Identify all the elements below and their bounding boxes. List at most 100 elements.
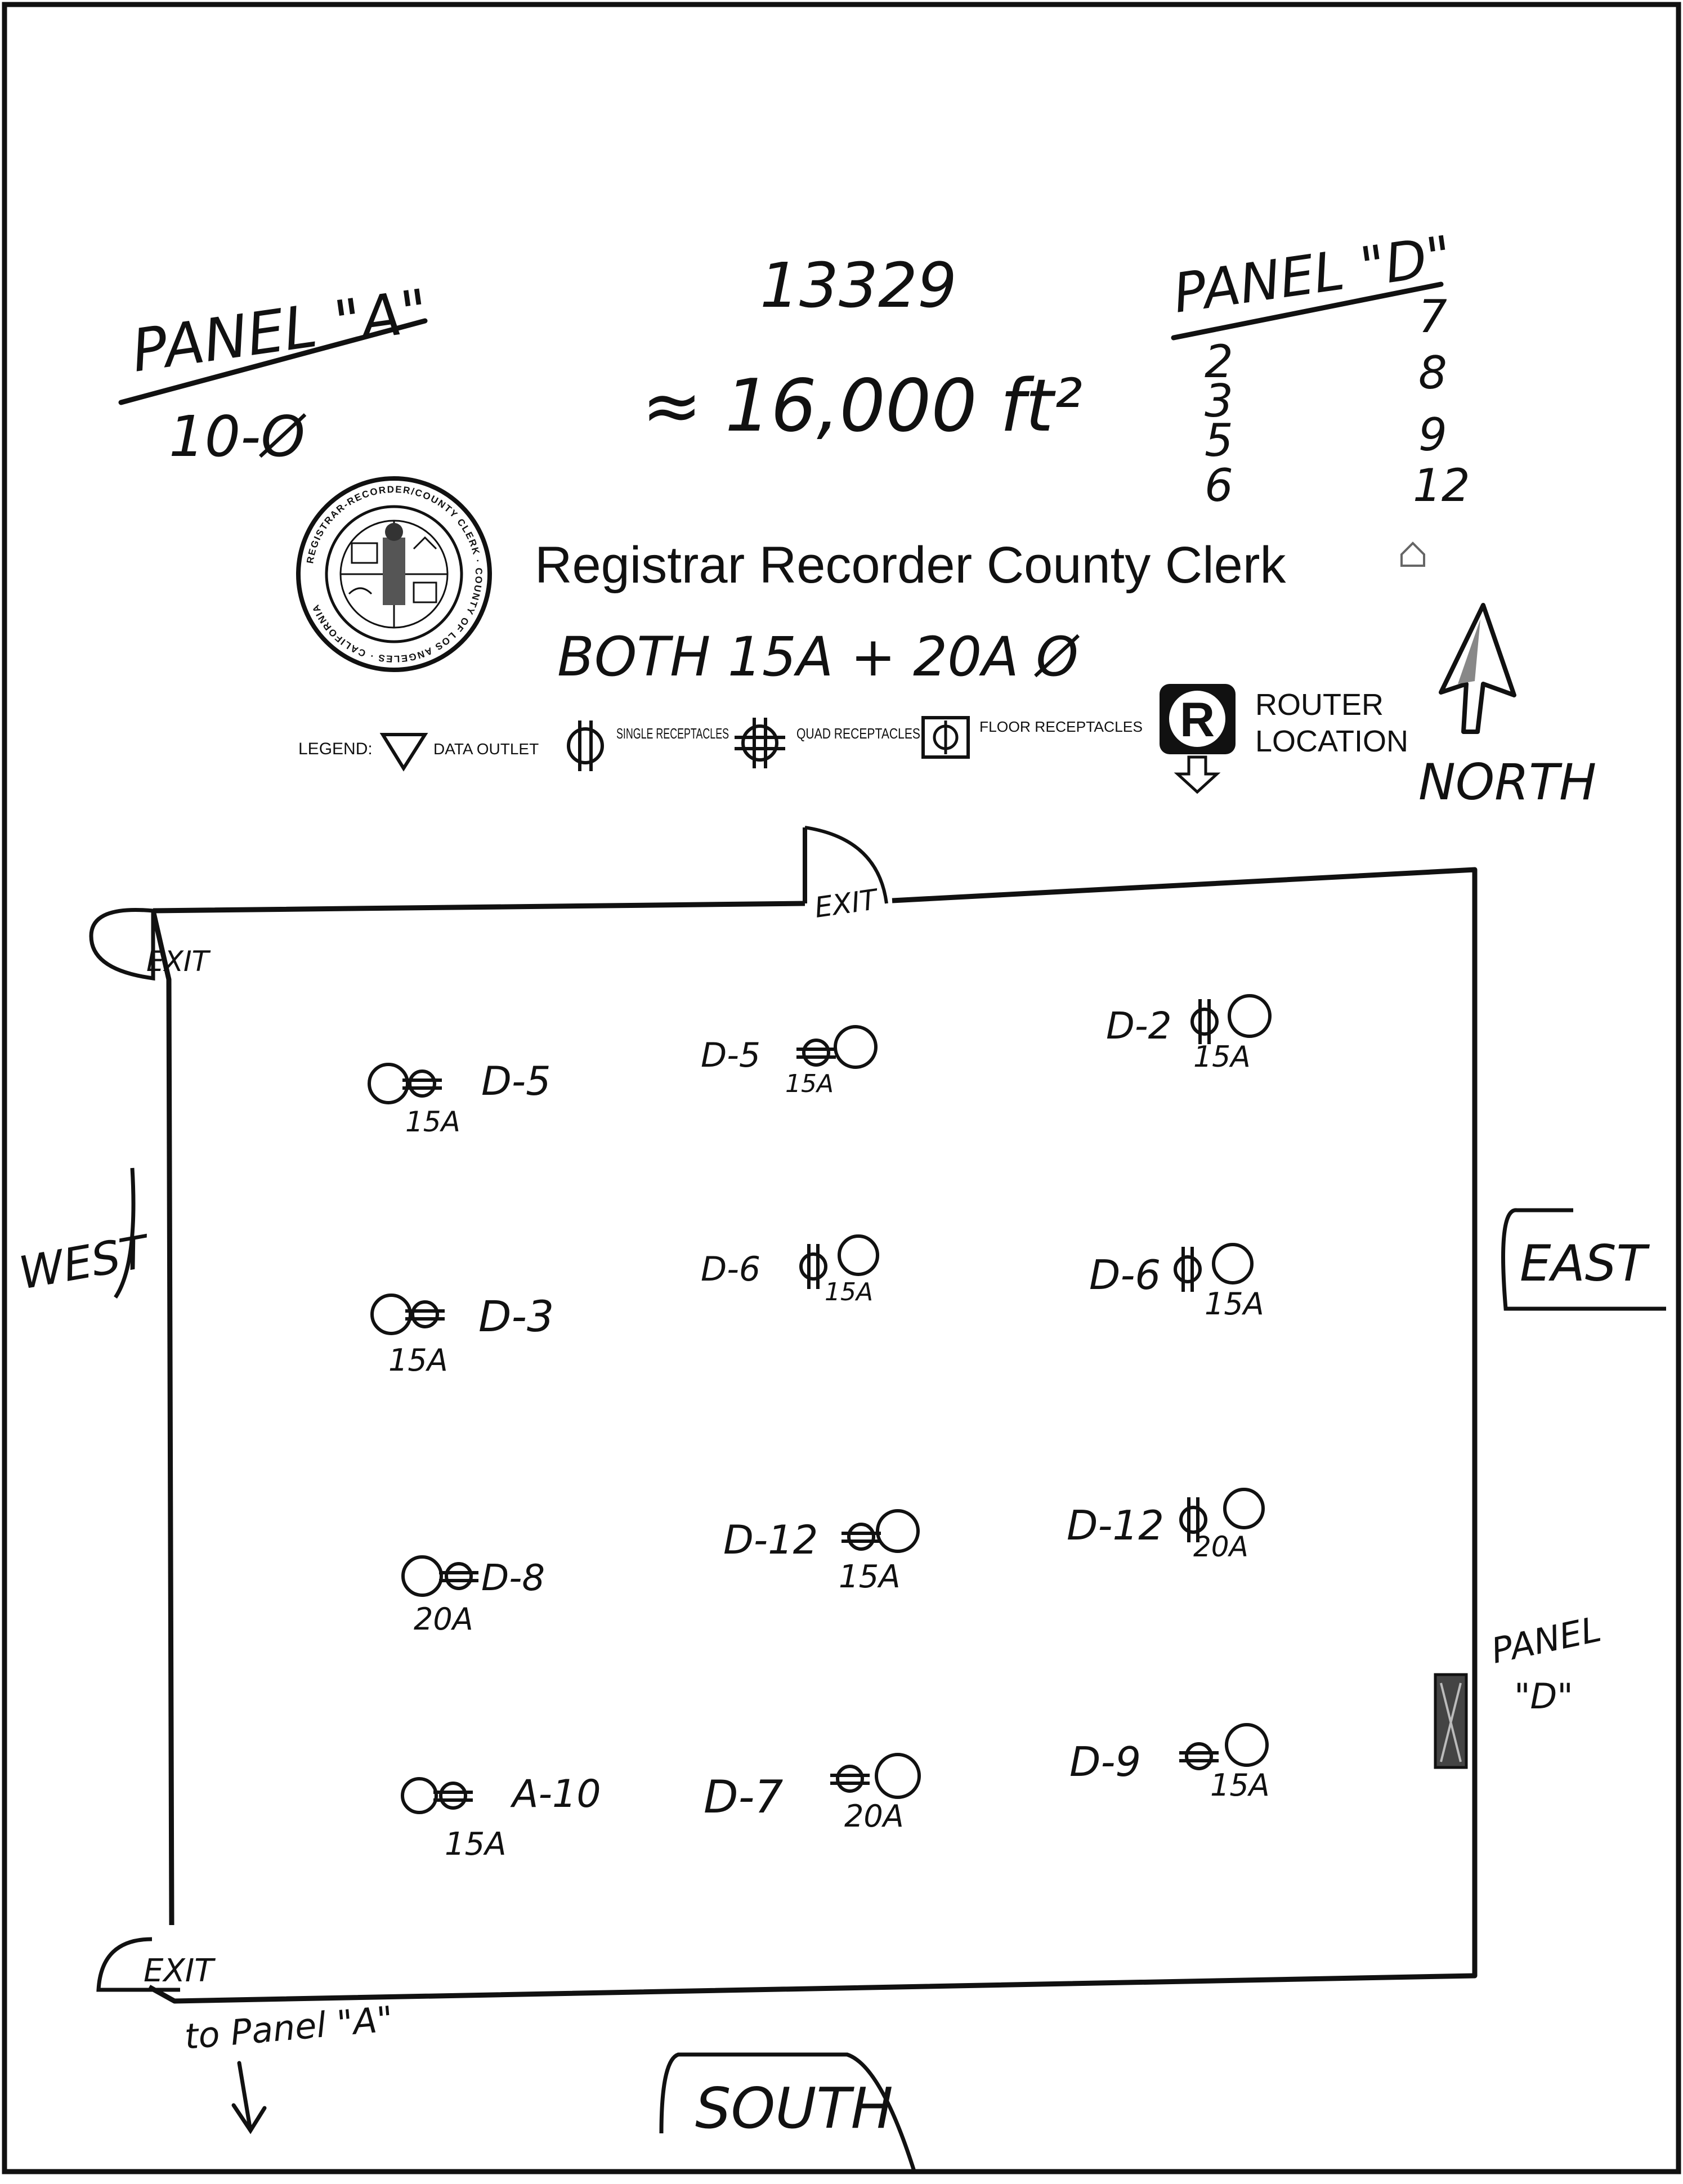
data-outlet-icon	[838, 1234, 879, 1276]
data-outlet-icon	[401, 1555, 443, 1597]
circuit-label: D-9	[1069, 1738, 1141, 1785]
outlet-group: D-12 20A	[1067, 1488, 1265, 1563]
data-outlet-icon	[834, 1025, 878, 1069]
receptacle-icon	[439, 1562, 478, 1590]
receptacle-icon	[799, 1244, 827, 1289]
amperage-label: 15A	[445, 1826, 507, 1863]
north-label: NORTH	[1418, 753, 1596, 811]
outlet-group: D-6 15A	[701, 1234, 879, 1306]
outlet-group: D-5 15A	[701, 1025, 878, 1098]
panel-a-circuit: 10-Ø	[169, 404, 306, 469]
west-tab	[114, 1167, 136, 1299]
receptacle-icon	[402, 1069, 442, 1098]
panel-a-underline	[118, 318, 428, 405]
data-outlet-icon	[1225, 1723, 1269, 1767]
data-outlet-icon	[1228, 994, 1272, 1038]
receptacle-icon	[1190, 999, 1219, 1044]
outlet-group: D-3 15A	[370, 1291, 554, 1378]
legend-item-label: FLOOR RECEPTACLES	[979, 718, 1143, 735]
panel-d-circuit: 6	[1205, 459, 1233, 512]
amperage-label: 20A	[414, 1601, 473, 1637]
legend-item-label: DATA OUTLET	[433, 740, 539, 758]
bottom-left-exit-door	[96, 1937, 180, 1992]
amperage-label: 15A	[785, 1069, 834, 1098]
outlet-grid: D-5 15A D-5 15A D-2 15A D-3 15A D-6 15A	[368, 994, 1272, 1863]
panel-d-circuit: 5	[1205, 414, 1233, 467]
amperage-label: 20A	[1193, 1530, 1248, 1563]
east-label: EAST	[1520, 1234, 1650, 1292]
data-outlet-icon	[1223, 1488, 1265, 1529]
outlet-group: D-5 15A	[368, 1058, 551, 1138]
east-tab	[1501, 1208, 1666, 1311]
circuit-label: D-2	[1106, 1004, 1172, 1048]
panel-d-circuit: 2	[1205, 335, 1233, 388]
amperage-label: 20A	[844, 1798, 904, 1834]
legend-item-label: QUAD RECEPTACLES	[796, 725, 920, 742]
panel-d-box	[1434, 1673, 1468, 1769]
outlet-group: D-8 20A	[401, 1555, 545, 1637]
receptacle-icon	[796, 1039, 836, 1067]
area-note: ≈ 16,000 ft²	[642, 364, 1082, 448]
west-wall	[150, 910, 174, 1926]
left-exit-door	[89, 907, 155, 981]
amperage-label: 15A	[825, 1278, 873, 1306]
data-outlet-icon	[370, 1294, 412, 1335]
receptacle-icon	[405, 1300, 445, 1328]
legend-label: LEGEND:	[298, 740, 373, 758]
panel-d-circuit: 3	[1205, 375, 1233, 427]
receptacle-icon	[842, 1523, 881, 1551]
left-exit-label: EXIT	[146, 945, 211, 978]
county-seal-icon: REGISTRAR-RECORDER/COUNTY CLERK · COUNTY…	[296, 476, 492, 672]
amperage-label: 15A	[1210, 1767, 1270, 1803]
floor-plan: EXIT EXIT EXIT WEST EAST PANEL "D" to	[15, 826, 1666, 2174]
amperage-label: 15A	[839, 1559, 901, 1595]
panel-d-block: PANEL "D" 2 3 5 6 7 8 9 12	[1170, 224, 1470, 512]
data-outlet-icon	[1212, 1243, 1254, 1285]
receptacle-icon	[433, 1782, 473, 1810]
router-label-line-1: ROUTER	[1255, 688, 1384, 722]
amperage-label: 15A	[1205, 1286, 1264, 1322]
amperage-label: 15A	[405, 1106, 460, 1138]
outlet-group: D-6 15A	[1089, 1243, 1264, 1322]
top-exit-label: EXIT	[813, 883, 881, 924]
amperage-label: 15A	[1193, 1040, 1251, 1074]
router-location-icon: R	[1160, 684, 1236, 794]
router-letter: R	[1180, 693, 1215, 747]
circuit-label: D-5	[701, 1036, 760, 1075]
org-name: Registrar Recorder County Clerk	[535, 536, 1286, 594]
circuit-label: D-3	[478, 1291, 554, 1341]
outlet-group: A-10 15A	[401, 1772, 601, 1863]
receptacle-icon	[830, 1765, 870, 1793]
outlet-group: D-7 20A	[704, 1753, 921, 1834]
outlet-group: D-9 15A	[1069, 1723, 1270, 1803]
single-receptacle-icon	[567, 720, 604, 771]
receptacle-icon	[1179, 1742, 1219, 1770]
receptacle-icon	[1174, 1247, 1202, 1292]
panel-d-label: "D"	[1514, 1676, 1573, 1717]
receptacle-icon	[1179, 1497, 1207, 1542]
data-outlet-icon	[368, 1063, 409, 1104]
top-exit-door	[803, 826, 888, 904]
quad-receptacle-icon	[735, 718, 785, 768]
to-panel-a-label: to Panel "A"	[183, 1998, 395, 2057]
job-number: 13329	[760, 249, 957, 321]
panel-d-label: PANEL	[1488, 1608, 1605, 1671]
south-tab	[659, 2052, 917, 2174]
room-walls	[147, 867, 1478, 2004]
outlet-group: D-12 15A	[723, 1509, 920, 1595]
receptacle-note: BOTH 15A + 20A Ø	[557, 625, 1080, 688]
outlet-group: D-2 15A	[1106, 994, 1272, 1074]
panel-d-circuit: 12	[1413, 459, 1470, 512]
legend: LEGEND: DATA OUTLET SINGLE RECEPTACLES Q…	[298, 684, 1408, 794]
floor-receptacle-icon	[921, 716, 970, 759]
router-label-line-2: LOCATION	[1255, 724, 1408, 758]
circuit-label: D-12	[1067, 1502, 1164, 1549]
south-label: SOUTH	[695, 2075, 893, 2141]
panel-a-block: PANEL "A" 10-Ø	[118, 276, 432, 469]
home-icon	[1400, 541, 1425, 567]
data-outlet-icon	[875, 1753, 921, 1799]
bottom-left-exit-label: EXIT	[144, 1953, 216, 1989]
